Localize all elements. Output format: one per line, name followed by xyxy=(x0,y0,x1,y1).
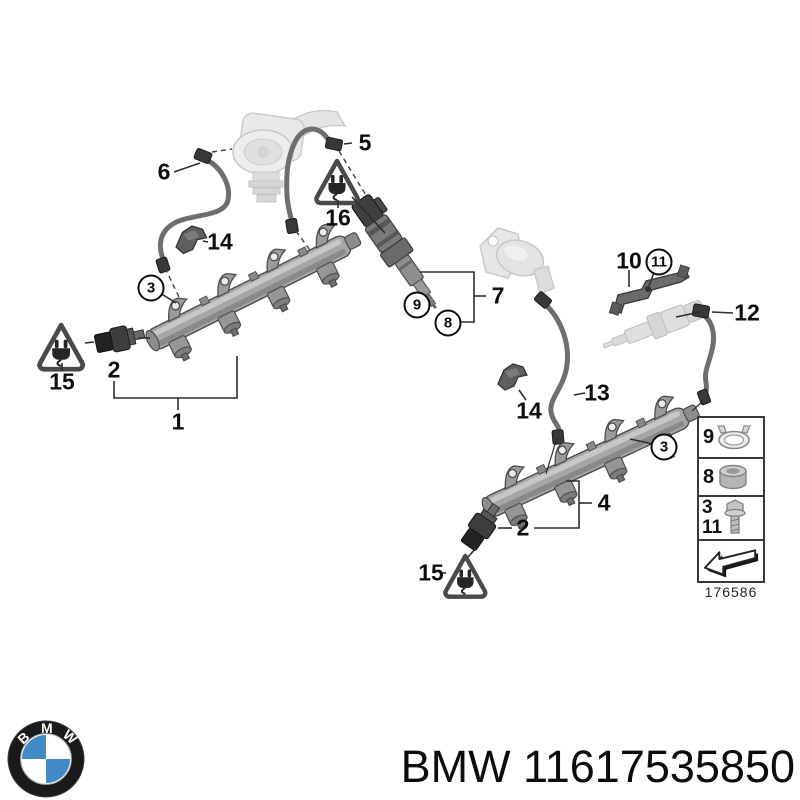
screw-icon xyxy=(724,499,746,534)
callout-9-circled: 9 xyxy=(403,291,431,319)
clip-14-top-art xyxy=(175,225,208,255)
seal-ring-icon xyxy=(717,424,752,449)
callout-2-bottom: 2 xyxy=(516,514,530,541)
callout-12: 12 xyxy=(734,299,760,326)
fuel-rail-diagram-art xyxy=(0,109,734,720)
callout-10: 10 xyxy=(616,247,642,274)
callout-15-left: 15 xyxy=(49,368,75,395)
callout-1: 1 xyxy=(171,408,185,435)
pressure-damper-art xyxy=(479,227,555,295)
fuel-rail-1-art xyxy=(135,213,374,373)
bmw-roundel-logo: B M W xyxy=(7,720,85,798)
legend-row-8: 8 xyxy=(699,459,763,497)
callout-6: 6 xyxy=(157,158,171,185)
fuel-hoses-art xyxy=(157,126,717,437)
callout-11-circled: 11 xyxy=(645,248,673,276)
callout-3-circled-bottom: 3 xyxy=(650,433,678,461)
legend-label-3: 3 xyxy=(702,497,713,519)
warning-triangle-15-left-icon xyxy=(40,325,83,369)
legend-row-3-11: 3 11 xyxy=(699,497,763,541)
leader-lines xyxy=(61,142,734,574)
warning-triangle-15-bottom-icon xyxy=(445,556,485,597)
direction-arrow-icon xyxy=(703,549,759,578)
callout-13: 13 xyxy=(584,379,610,406)
legend-box: 9 8 3 11 xyxy=(697,416,765,583)
legend-row-arrow xyxy=(699,541,763,581)
legend-label-9: 9 xyxy=(703,426,715,449)
callout-2-top: 2 xyxy=(107,356,121,383)
pressure-sensor-top-art xyxy=(93,321,147,357)
drawing-number: 176586 xyxy=(704,584,758,600)
callout-5: 5 xyxy=(358,129,372,156)
callout-4: 4 xyxy=(597,489,611,516)
legend-label-11: 11 xyxy=(702,517,723,538)
callout-15-bottom: 15 xyxy=(418,559,444,586)
fuel-rail-4-art xyxy=(471,385,712,540)
callout-16: 16 xyxy=(325,204,351,231)
legend-row-9: 9 xyxy=(699,418,763,459)
part-number-text: BMW 11617535850 xyxy=(400,741,795,792)
dashed-lines xyxy=(164,148,368,298)
injector-7-art xyxy=(351,194,437,309)
callout-3-circled-top: 3 xyxy=(137,274,165,302)
warning-triangle-16-icon xyxy=(316,161,357,203)
hose-fittings-art xyxy=(155,136,712,445)
logo-letter-m: M xyxy=(41,720,53,736)
callout-14-top: 14 xyxy=(207,228,233,255)
callout-7: 7 xyxy=(491,282,505,309)
clip-14-bottom-art xyxy=(497,363,528,391)
callout-8-circled: 8 xyxy=(434,309,462,337)
support-sleeve-icon xyxy=(719,464,747,490)
legend-label-8: 8 xyxy=(703,465,715,488)
callout-14-bottom: 14 xyxy=(516,397,542,424)
mounting-bracket-art xyxy=(608,264,690,316)
